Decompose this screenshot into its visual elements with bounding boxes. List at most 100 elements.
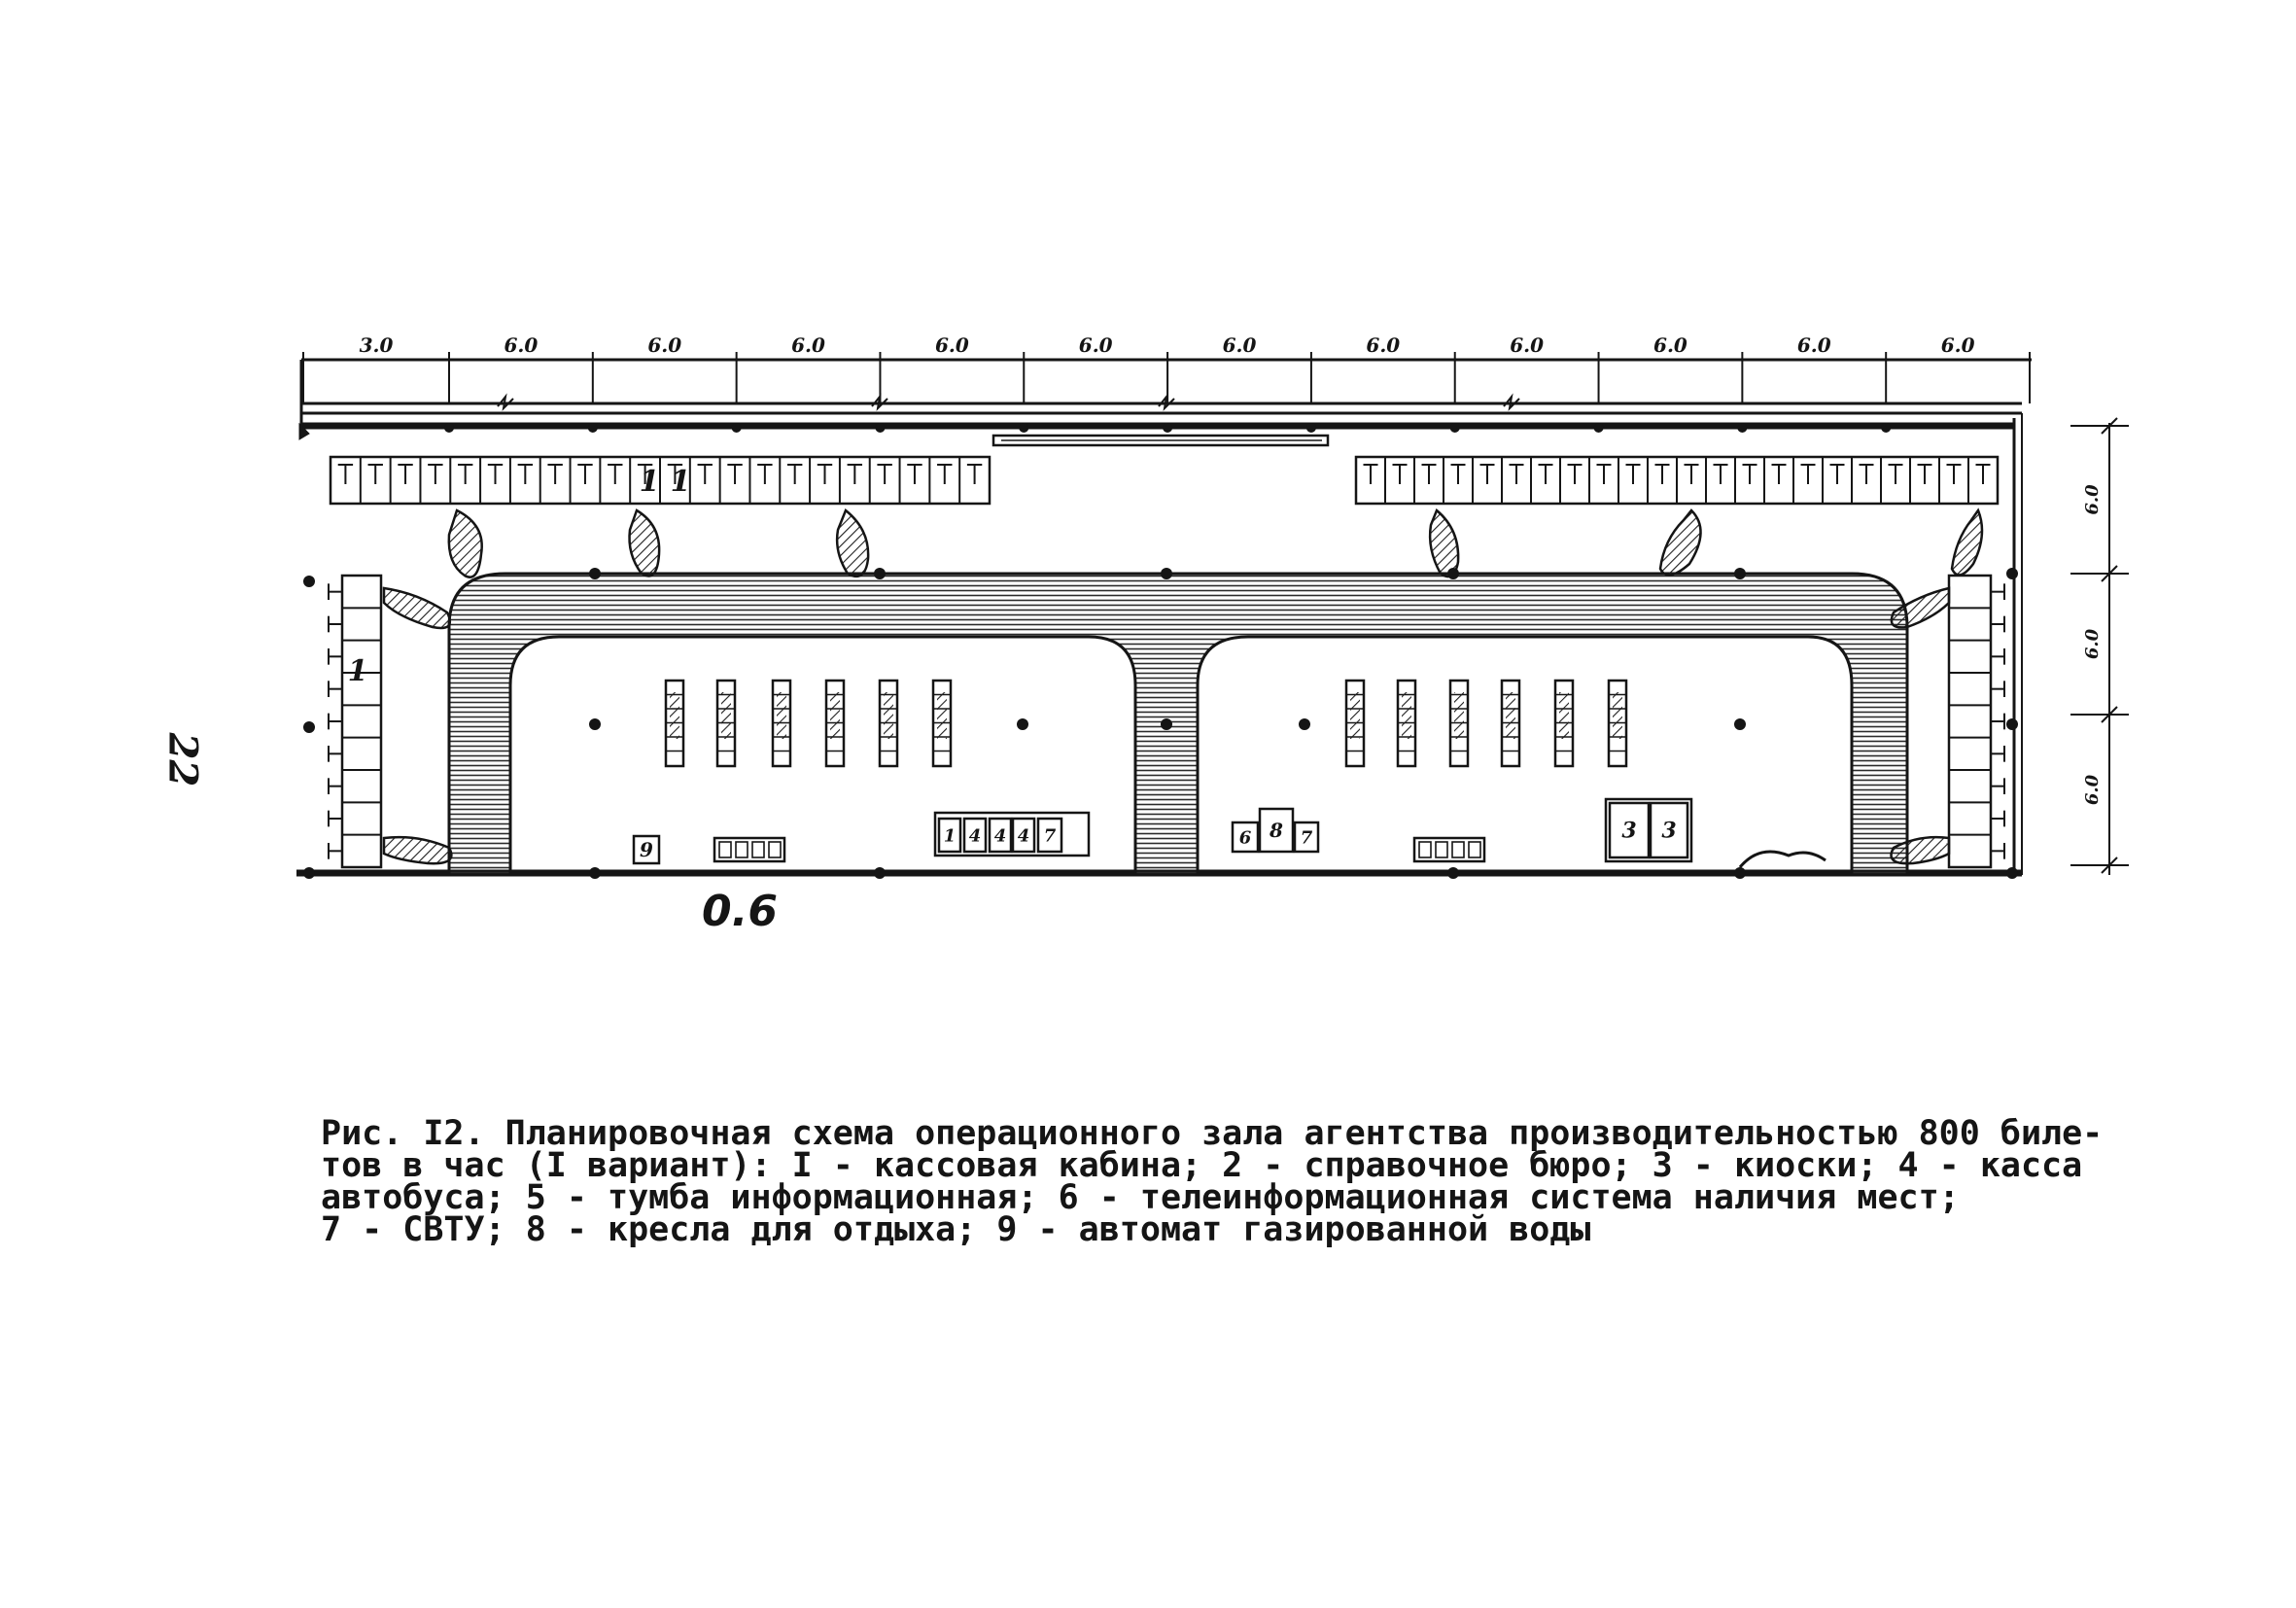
equipment-box xyxy=(1293,821,1320,854)
stand-hatch xyxy=(1402,692,1411,739)
column-dot xyxy=(1881,423,1892,433)
equipment-sketch xyxy=(1738,850,1826,868)
stand-hatch xyxy=(937,692,947,739)
dimension-tick xyxy=(2101,565,2118,582)
equipment-box xyxy=(933,811,1091,857)
break-mark xyxy=(871,393,888,411)
dimension-tick xyxy=(2101,856,2118,874)
stand-hatch xyxy=(1559,692,1569,739)
equipment-label: 4 xyxy=(969,825,982,846)
column-dot xyxy=(303,576,315,587)
equipment-cell xyxy=(1468,841,1481,858)
queue-zone xyxy=(382,835,453,865)
stand-hatch xyxy=(830,692,840,739)
column-dot xyxy=(1593,423,1604,433)
column-dot xyxy=(589,718,601,730)
equipment-label: 3 xyxy=(1621,819,1636,844)
equipment-box xyxy=(1231,821,1260,854)
column-dot xyxy=(1017,718,1028,730)
dimension-label: 6.0 xyxy=(1510,333,1544,357)
cabin-mark: 1 xyxy=(348,654,368,688)
equipment-label: 7 xyxy=(1044,825,1057,846)
queue-zone xyxy=(628,508,661,577)
equipment-cell xyxy=(1451,841,1465,858)
equipment-label: 4 xyxy=(994,825,1007,846)
figure-label: 0.6 xyxy=(702,887,778,936)
dimension-label: 6.0 xyxy=(647,333,681,357)
cabin-mark: 1 xyxy=(640,465,660,499)
equipment-label: 6 xyxy=(1239,827,1252,848)
stand-hatch xyxy=(1506,692,1515,739)
equipment-box xyxy=(988,817,1013,854)
stand-hatch xyxy=(1350,692,1360,739)
stand-hatch xyxy=(777,692,786,739)
column-dot xyxy=(731,423,742,433)
dimension-label: 6.0 xyxy=(1797,333,1831,357)
equipment-cell xyxy=(751,841,765,858)
service-counter-hatched xyxy=(447,572,1909,877)
equipment-box xyxy=(1608,801,1651,859)
column-dot xyxy=(1737,423,1748,433)
queue-zone xyxy=(1950,507,1984,577)
queue-zone xyxy=(1428,507,1460,578)
column-dot xyxy=(874,867,886,879)
equipment-box xyxy=(1036,817,1063,854)
dimension-label: 6.0 xyxy=(791,333,825,357)
column-dot xyxy=(1447,568,1459,579)
equipment-label: 4 xyxy=(1018,825,1030,846)
info-stands xyxy=(664,679,1628,768)
top-dimension-ticks xyxy=(302,352,2031,433)
column-dot xyxy=(1161,568,1172,579)
column-dot xyxy=(2006,718,2018,730)
equipment-cell xyxy=(718,841,732,858)
equipment-label: 7 xyxy=(1301,827,1313,848)
caption-line: автобуса; 5 - тумба информационная; 6 - … xyxy=(321,1178,1960,1217)
dimension-label: 3.0 xyxy=(360,333,394,357)
caption-line: Рис. I2. Планировочная схема операционно… xyxy=(321,1114,2104,1153)
side-dimension-labels: 6.0 6.0 6.0 xyxy=(2082,484,2103,805)
dimension-label: 6.0 xyxy=(1653,333,1687,357)
equipment-box xyxy=(1258,807,1295,854)
equipment-box xyxy=(1011,817,1036,854)
caption-line: тов в час (I вариант): I - кассовая каби… xyxy=(321,1146,2083,1185)
side-dimension-ticks xyxy=(2070,417,2129,874)
dimension-label: 6.0 xyxy=(1079,333,1113,357)
column-dot xyxy=(2006,867,2018,879)
column-dot xyxy=(1299,718,1310,730)
figure-caption: Рис. I2. Планировочная схема операционно… xyxy=(321,1114,2104,1249)
column-dot xyxy=(1019,423,1029,433)
equipment-box xyxy=(632,834,661,865)
equipment-box xyxy=(1649,801,1689,859)
column-dot xyxy=(444,423,454,433)
queue-zone xyxy=(835,507,870,578)
break-mark xyxy=(1158,393,1175,411)
stand-hatch xyxy=(721,692,731,739)
cabin-row-frame xyxy=(340,574,383,869)
queue-zone xyxy=(1890,586,1951,629)
equipment-label: 3 xyxy=(1661,819,1676,844)
dimension-label: 6.0 xyxy=(1941,333,1975,357)
stand-hatch xyxy=(884,692,893,739)
equipment-box xyxy=(1412,836,1486,863)
column-dot xyxy=(303,867,315,879)
dimension-label: 6.0 xyxy=(1366,333,1400,357)
column-dot xyxy=(1449,423,1460,433)
dimension-label: 6.0 xyxy=(2082,484,2103,515)
caption-line: 7 - СВТУ; 8 - кресла для отдыха; 9 - авт… xyxy=(321,1210,1591,1249)
queue-zone xyxy=(382,586,452,630)
cabin-row-frame xyxy=(1947,574,1993,869)
equipment-cell xyxy=(735,841,748,858)
column-dot xyxy=(1734,568,1746,579)
column-dot xyxy=(1163,423,1173,433)
column-dot xyxy=(303,721,315,733)
stand-hatch xyxy=(1613,692,1622,739)
column-dot xyxy=(589,867,601,879)
dimension-label: 6.0 xyxy=(2082,774,2103,805)
cabin-mark: 1 xyxy=(671,465,691,499)
dimension-label: 6.0 xyxy=(2082,628,2103,659)
queue-zones xyxy=(382,507,1984,865)
equipment-cell xyxy=(1435,841,1448,858)
dimension-label: 6.0 xyxy=(504,333,539,357)
